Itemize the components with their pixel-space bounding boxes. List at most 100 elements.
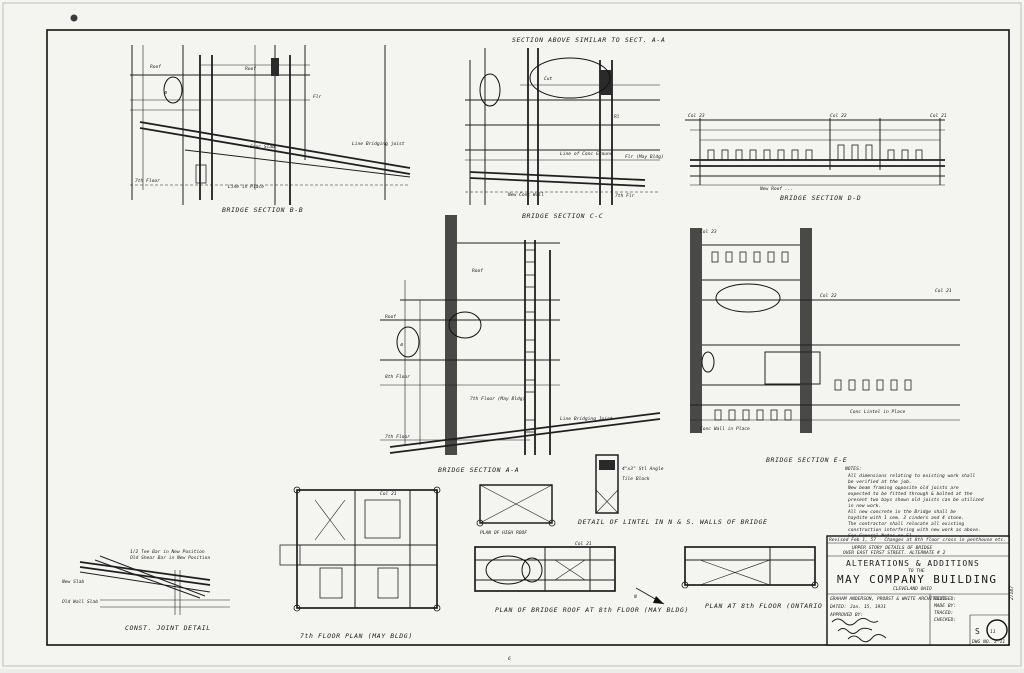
const-joint-detail-drawing: 1/2 Tee Bar in New Position Old Shear Ba…	[61, 549, 230, 615]
title-section-c-c: BRIDGE SECTION C-C	[522, 212, 603, 220]
svg-text:Cut: Cut	[544, 76, 553, 82]
svg-text:1/2 Tee Bar in New Position: 1/2 Tee Bar in New Position	[130, 549, 205, 555]
svg-text:4"x3" Stl Angle: 4"x3" Stl Angle	[622, 466, 664, 472]
svg-text:⚙: ⚙	[164, 91, 168, 96]
made-label: MADE BY:	[933, 603, 956, 609]
bridge-roof-plan-drawing: Col 21	[474, 541, 616, 592]
title-section-b-b: BRIDGE SECTION B-B	[222, 206, 303, 214]
lintel-detail-drawing: 4"x3" Stl Angle Tile Block	[595, 454, 664, 514]
svg-text:Line of Conc Ground: Line of Conc Ground	[560, 151, 613, 157]
traced-label: TRACED:	[934, 610, 953, 616]
svg-text:Col 22: Col 22	[820, 293, 837, 299]
svg-text:Line in Place: Line in Place	[228, 184, 264, 190]
svg-text:New Slab: New Slab	[61, 579, 84, 585]
svg-text:7th Flr: 7th Flr	[615, 193, 635, 199]
note-line: construction interfering with new work a…	[848, 527, 981, 533]
dated-label: DATED:	[829, 604, 847, 610]
page-footer-number: 6	[508, 656, 511, 662]
svg-text:Roof: Roof	[150, 64, 161, 70]
svg-text:Roof: Roof	[472, 268, 483, 274]
svg-text:Flr (May Bldg): Flr (May Bldg)	[625, 154, 664, 160]
svg-text:New Roof ...: New Roof ...	[759, 186, 793, 192]
main-title-to-the: TO THE	[908, 568, 925, 574]
title-block	[826, 535, 1010, 646]
architects: GRAHAM ANDERSON, PROBST & WHITE ARCHITEC…	[830, 596, 946, 602]
note-line: be verified at the job.	[848, 479, 912, 485]
svg-text:Roof: Roof	[385, 314, 396, 320]
note-line: The contractor shall relocate all existi…	[848, 521, 964, 527]
svg-text:Col 21: Col 21	[380, 491, 397, 497]
plan-8-ontario-drawing	[681, 546, 819, 589]
note-line: expected to be fitted through & bolted a…	[848, 491, 973, 497]
svg-text:Conc Wall in Place: Conc Wall in Place	[700, 426, 750, 432]
svg-text:Rl: Rl	[614, 114, 620, 120]
signatures	[831, 617, 887, 643]
sheet-number-circle	[986, 619, 1008, 641]
svg-text:Tile Block: Tile Block	[622, 476, 650, 482]
title-const-joint: CONST. JOINT DETAIL	[125, 624, 211, 632]
svg-text:Col 21: Col 21	[575, 541, 592, 547]
north-arrow-icon: N	[633, 587, 665, 605]
revision-note: Revised Feb 1, 57 - Changes at 8th floor…	[829, 537, 1006, 543]
svg-text:Roof: Roof	[245, 66, 256, 72]
svg-text:N: N	[633, 594, 637, 600]
approved-label: APPROVED BY:	[829, 612, 863, 618]
ink-spot	[70, 14, 78, 22]
sheet-number: 11	[990, 629, 996, 635]
section-b-b-drawing: ⚙ Roof Roof Flr Line Bridging joist Line…	[130, 45, 411, 205]
title-section-a-a: BRIDGE SECTION A-A	[438, 466, 519, 474]
note-line: present two bays shown old joists can be…	[848, 497, 984, 503]
svg-text:7th Floor: 7th Floor	[135, 178, 160, 184]
title-section-above: SECTION ABOVE SIMILAR TO SECT. A-A	[512, 36, 665, 44]
section-a-a-drawing: ⚙ Roof Roof 8th Floor 7th Floor (May Bld…	[380, 215, 661, 455]
svg-text:Line Bridging joist: Line Bridging joist	[352, 141, 405, 147]
svg-text:Col 21: Col 21	[935, 288, 952, 294]
floor-plan-7-drawing: Col 21	[279, 486, 441, 612]
checked-label: CHECKED:	[934, 617, 956, 623]
building-name: MAY COMPANY BUILDING	[837, 573, 997, 586]
svg-text:Old Shear Bar in New Position: Old Shear Bar in New Position	[130, 555, 210, 561]
subtitle-line-2: OVER EAST FIRST STREET. ALTERNATE # 2	[843, 550, 946, 556]
sheet-letter: S	[975, 627, 981, 636]
note-line: in new work.	[848, 503, 881, 509]
subtitle-line-1: UPPER STORY DETAILS OF BRIDGE	[852, 545, 932, 551]
svg-text:Conc Slab: Conc Slab	[250, 144, 275, 150]
note-line: haydite with 1 cem. 2 cinders and 4 ston…	[848, 515, 964, 521]
svg-text:New Conc Wall: New Conc Wall	[507, 192, 544, 198]
svg-text:⚙: ⚙	[400, 343, 404, 348]
svg-text:7th Floor: 7th Floor	[385, 434, 410, 440]
title-section-e-e: BRIDGE SECTION E-E	[766, 456, 847, 464]
section-c-c-drawing: Cut Line of Conc Ground Flr (May Bldg) R…	[465, 48, 664, 205]
title-bridge-roof-plan: PLAN OF BRIDGE ROOF AT 8th FLOOR (MAY BL…	[495, 606, 689, 614]
svg-text:Col 22: Col 22	[830, 113, 847, 119]
svg-text:8th Floor: 8th Floor	[385, 374, 410, 380]
svg-text:Col 23: Col 23	[688, 113, 705, 119]
notes-heading: NOTES:	[844, 466, 862, 472]
drawing-ref: DWG NO. 2-11	[971, 639, 1005, 645]
svg-text:Conc Lintel in Place: Conc Lintel in Place	[850, 409, 906, 415]
note-line: All new concrete in the Bridge shall be	[847, 509, 956, 515]
high-roof-plan-drawing	[476, 484, 556, 527]
svg-text:Col 21: Col 21	[930, 113, 947, 119]
svg-text:Old Wall Slab: Old Wall Slab	[62, 599, 98, 605]
note-line: All dimensions relating to existing work…	[847, 473, 975, 479]
section-d-d-drawing: Col 23 Col 22 Col 21 New Roof ...	[685, 113, 947, 192]
note-line: New beam framing opposite old joists are	[847, 485, 959, 491]
title-high-roof-plan: PLAN OF HIGH ROOF	[480, 530, 527, 536]
svg-text:Flr: Flr	[313, 94, 322, 100]
notes-block: NOTES: All dimensions relating to existi…	[844, 466, 984, 539]
city: CLEVELAND OHIO	[893, 586, 932, 592]
revised-label: REVISED:	[934, 596, 956, 602]
dated-value: Jan. 15, 1931	[849, 604, 886, 610]
title-plan-8-ontario: PLAN AT 8th FLOOR (ONTARIO BLDG)	[705, 602, 849, 610]
drawing-border	[46, 29, 1010, 646]
svg-text:Line Bridging Joist: Line Bridging Joist	[560, 416, 613, 422]
svg-text:7th Floor (May Bldg): 7th Floor (May Bldg)	[470, 396, 525, 402]
svg-text:Col 23: Col 23	[700, 229, 717, 235]
edge-note: 27147	[1009, 586, 1015, 600]
title-floor-plan-7: 7th FLOOR PLAN (MAY BLDG)	[300, 632, 413, 640]
title-section-d-d: BRIDGE SECTION D-D	[780, 194, 861, 202]
